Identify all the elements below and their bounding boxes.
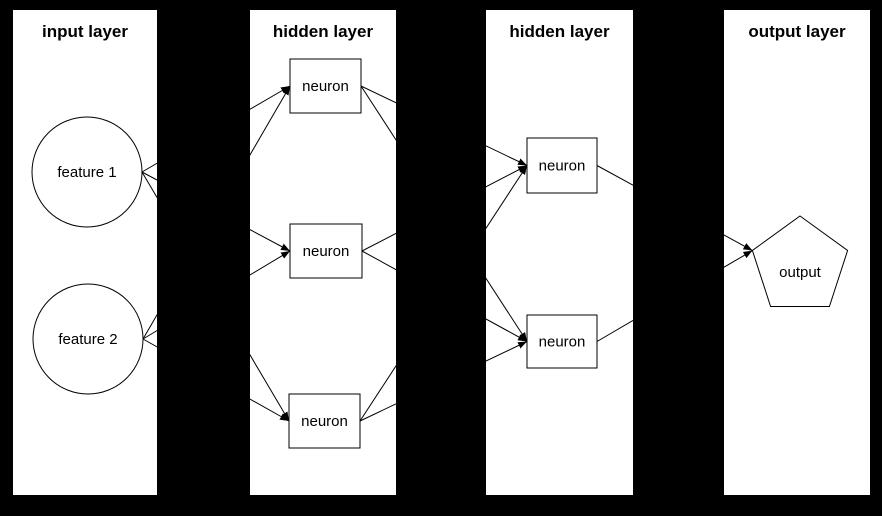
node-h1n2: [289, 223, 363, 279]
node-output: [751, 215, 849, 307]
node-label-h1n3: neuron: [301, 413, 348, 430]
edge-h2n1-output: [596, 165, 753, 251]
edge-feature2-h1n3: [142, 338, 290, 422]
edge-feature2-h1n1: [142, 85, 291, 340]
node-feature1: [31, 116, 143, 228]
edge-h1n1-h2n1: [360, 85, 528, 166]
edge-h1n3-h2n1: [359, 165, 528, 422]
panel-title-hidden-layer-2: hidden layer: [509, 22, 610, 41]
edge-feature1-h1n2: [141, 171, 291, 252]
edge-h1n2-h2n1: [361, 165, 528, 252]
node-h1n1: [289, 58, 362, 114]
edge-h1n1-h2n2: [360, 85, 528, 342]
edge-feature1-h1n3: [141, 171, 290, 422]
panel-title-input-layer: input layer: [42, 22, 128, 41]
node-h2n2: [526, 314, 598, 369]
edge-h1n3-h2n2: [359, 341, 528, 422]
node-label-feature2: feature 2: [58, 331, 117, 348]
node-feature2: [32, 283, 144, 395]
edge-h1n2-h2n2: [361, 250, 528, 342]
edge-feature2-h1n2: [142, 250, 291, 340]
node-h2n1: [526, 137, 598, 194]
edge-feature1-h1n1: [141, 85, 291, 173]
panel-hidden-layer-2: [486, 10, 633, 495]
node-h1n3: [288, 393, 361, 449]
node-label-h2n1: neuron: [539, 158, 586, 175]
panel-title-hidden-layer-1: hidden layer: [273, 22, 374, 41]
node-label-feature1: feature 1: [57, 164, 116, 181]
panel-title-output-layer: output layer: [748, 22, 846, 41]
node-label-h1n2: neuron: [303, 243, 350, 260]
node-label-h2n2: neuron: [539, 334, 586, 351]
node-label-h1n1: neuron: [302, 78, 349, 95]
panel-input-layer: [13, 10, 157, 495]
edge-h2n2-output: [596, 250, 753, 342]
node-label-output: output: [779, 264, 822, 281]
